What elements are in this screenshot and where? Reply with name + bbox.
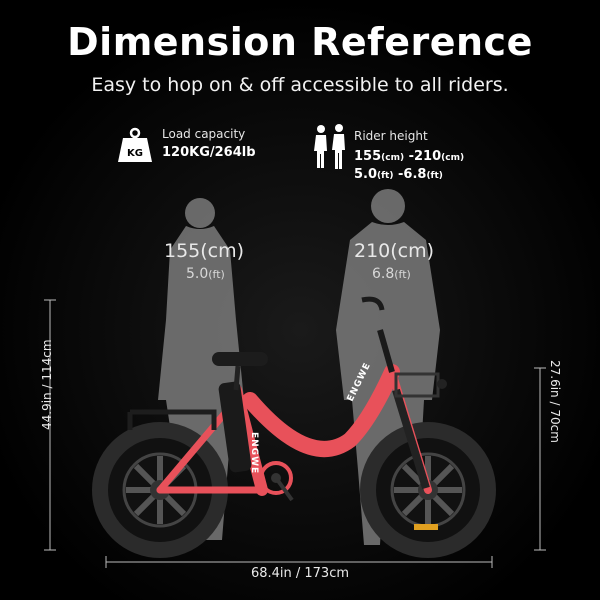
front-fork xyxy=(361,296,447,490)
downtube-brand-text: ENGWE xyxy=(346,361,373,403)
page-subtitle: Easy to hop on & off accessible to all r… xyxy=(91,74,509,96)
rear-rack xyxy=(127,409,217,430)
frame-brand-text: ENGWE xyxy=(249,432,259,474)
seat xyxy=(212,352,268,391)
crank-chainring xyxy=(259,461,294,502)
rider-cm-unit-b: (cm) xyxy=(441,153,465,163)
rider-ft-unit-b: (ft) xyxy=(426,171,443,181)
rider-ft-min: 5.0 xyxy=(354,167,378,182)
short-person-ft-unit: (ft) xyxy=(208,268,225,281)
page-title: Dimension Reference xyxy=(67,20,533,64)
load-capacity-value: 120KG/264lb xyxy=(162,145,256,160)
rider-height-cm: 155(cm) -210(cm) xyxy=(354,149,464,164)
riders-icon xyxy=(314,124,345,169)
rider-cm-unit-a: (cm) xyxy=(381,153,405,163)
overall-height-dimension: 44.9in / 114cm xyxy=(40,339,54,430)
short-person-height-ft: 5.0(ft) xyxy=(186,266,225,282)
rider-cm-max: -210 xyxy=(404,149,442,164)
wheel-height-dimension: 27.6in / 70cm xyxy=(548,360,562,443)
short-person-ft-num: 5.0 xyxy=(186,266,209,282)
rider-height-label: Rider height xyxy=(354,129,428,143)
tall-person-height-cm: 210(cm) xyxy=(354,240,435,262)
rider-ft-max: -6.8 xyxy=(393,167,427,182)
load-capacity-label: Load capacity xyxy=(162,127,246,141)
overall-length-dimension: 68.4in / 173cm xyxy=(250,566,350,581)
weight-icon: KG xyxy=(118,127,152,162)
rider-ft-unit-a: (ft) xyxy=(377,171,394,181)
tall-person-ft-num: 6.8 xyxy=(372,266,395,282)
tall-person-ft-unit: (ft) xyxy=(394,268,411,281)
rider-height-ft: 5.0(ft) -6.8(ft) xyxy=(354,167,443,182)
rider-cm-min: 155 xyxy=(354,149,382,164)
tall-person-height-ft: 6.8(ft) xyxy=(372,266,411,282)
dimension-lines xyxy=(44,299,546,568)
weight-icon-text: KG xyxy=(127,148,143,159)
battery-pack xyxy=(218,381,252,473)
short-person-height-cm: 155(cm) xyxy=(164,240,245,262)
